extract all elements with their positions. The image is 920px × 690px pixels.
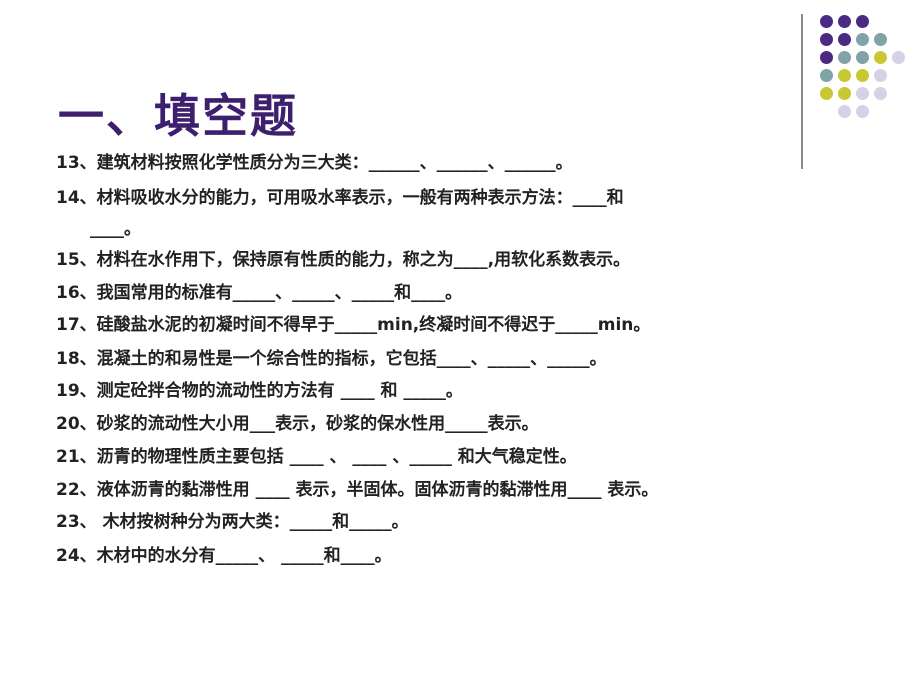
question-14: 14、材料吸收水分的能力，可用吸水率表示，一般有两种表示方法：____和 (56, 188, 624, 208)
page-title: 一、填空题 (58, 89, 298, 143)
decoration-dot (820, 33, 833, 46)
decoration-dot (838, 33, 851, 46)
decoration-dot (874, 33, 887, 46)
decoration-dot (874, 51, 887, 64)
decoration-dot (856, 69, 869, 82)
question-21: 21、沥青的物理性质主要包括 ____ 、 ____ 、_____ 和大气稳定性… (56, 447, 577, 467)
decoration-dot (838, 69, 851, 82)
decoration-dot (820, 87, 833, 100)
vertical-divider (801, 14, 803, 169)
decoration-dot (838, 51, 851, 64)
decoration-dot (856, 105, 869, 118)
decoration-dot (856, 15, 869, 28)
question-13: 13、建筑材料按照化学性质分为三大类：______、______、______。 (56, 153, 573, 173)
decoration-dot (820, 51, 833, 64)
decoration-dot (856, 87, 869, 100)
decoration-dot (874, 87, 887, 100)
decoration-dot (838, 105, 851, 118)
decoration-dot (838, 15, 851, 28)
question-17: 17、硅酸盐水泥的初凝时间不得早于_____min,终凝时间不得迟于_____m… (56, 315, 651, 335)
question-16: 16、我国常用的标准有_____、_____、_____和____。 (56, 283, 463, 303)
question-14-continued: ____。 (90, 219, 141, 239)
decoration-dot (874, 69, 887, 82)
decoration-dot (820, 15, 833, 28)
question-18: 18、混凝土的和易性是一个综合性的指标，它包括____、_____、_____。 (56, 349, 607, 369)
decoration-dot (856, 33, 869, 46)
decoration-dot (892, 51, 905, 64)
question-22: 22、液体沥青的黏滞性用 ____ 表示，半固体。固体沥青的黏滞性用____ 表… (56, 480, 659, 500)
decoration-dot (856, 51, 869, 64)
decoration-dot (838, 87, 851, 100)
question-15: 15、材料在水作用下，保持原有性质的能力，称之为____,用软化系数表示。 (56, 250, 631, 270)
question-23: 23、 木材按树种分为两大类：_____和_____。 (56, 512, 409, 532)
question-20: 20、砂浆的流动性大小用___表示，砂浆的保水性用_____表示。 (56, 414, 539, 434)
question-24: 24、木材中的水分有_____、 _____和____。 (56, 546, 392, 566)
decoration-dot (820, 69, 833, 82)
question-19: 19、测定砼拌合物的流动性的方法有 ____ 和 _____。 (56, 381, 463, 401)
